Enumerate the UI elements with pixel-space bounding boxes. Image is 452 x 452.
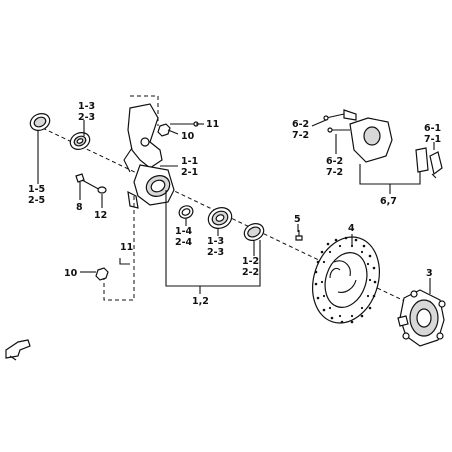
callout-2-2: 2-2: [242, 267, 259, 278]
steering-knuckle: [123, 103, 175, 209]
bearing-inner: [69, 132, 91, 150]
leader-11-bottom: [103, 196, 135, 301]
bolt-5: [295, 230, 303, 241]
callout-6-2-top-a: 6-2: [292, 119, 309, 130]
callout-10-bottom: 10: [64, 268, 78, 279]
front-arrow-symbol: [5, 339, 31, 361]
callout-12: 12: [94, 210, 107, 221]
callout-3: 3: [426, 268, 433, 279]
callout-2-5: 2-5: [28, 195, 45, 206]
brake-caliper: [323, 109, 393, 163]
nut-10-top: [157, 123, 171, 137]
callout-2-4: 2-4: [175, 237, 193, 248]
callout-10-top: 10: [181, 131, 195, 142]
callout-6-7: 6,7: [380, 196, 397, 207]
callout-1-2: 1-2: [242, 256, 259, 267]
leader-10-11-top: [130, 95, 159, 126]
bearing-large: [207, 207, 233, 229]
callout-1-3-bottom-b: 2-3: [207, 247, 224, 258]
leader-10-top: [167, 129, 179, 135]
wheel-hub: [397, 289, 446, 347]
callout-2-1: 2-1: [181, 167, 198, 178]
callout-1-1: 1-1: [181, 156, 198, 167]
bracket-6-7: [359, 164, 421, 185]
callout-11-top: 11: [206, 119, 219, 130]
oil-seal-outer: [243, 223, 265, 241]
callout-5: 5: [294, 214, 301, 225]
brake-pads: [415, 147, 443, 179]
callout-6-2-mid-a: 6-2: [326, 156, 343, 167]
callout-11-bottom: 11: [120, 242, 133, 253]
callout-1-3-top-a: 1-3: [78, 101, 95, 112]
callout-7-2-mid-b: 7-2: [326, 167, 343, 178]
callout-1-3-bottom-a: 1-3: [207, 236, 224, 247]
callout-4: 4: [348, 223, 355, 234]
bracket-1-2: [165, 190, 261, 287]
bearing-small: [178, 205, 194, 219]
callout-1-3-top-b: 2-3: [78, 112, 95, 123]
callout-7-2-top-b: 7-2: [292, 130, 309, 141]
nut-12: [97, 186, 107, 194]
brake-disc: [312, 236, 380, 324]
callout-1-5: 1-5: [28, 184, 45, 195]
leader-11-bottom-label: [119, 258, 130, 265]
bolt-11-top: [170, 121, 199, 127]
oil-seal-inner: [29, 113, 51, 131]
leader-6-2-top: [311, 119, 327, 127]
nut-10-bottom: [95, 267, 109, 281]
callout-1-4: 1-4: [175, 226, 193, 237]
callout-6-1: 6-1: [424, 123, 441, 134]
callout-7-1: 7-1: [424, 134, 441, 145]
callout-1-2-assembly: 1,2: [192, 296, 209, 307]
callout-8: 8: [76, 202, 83, 213]
